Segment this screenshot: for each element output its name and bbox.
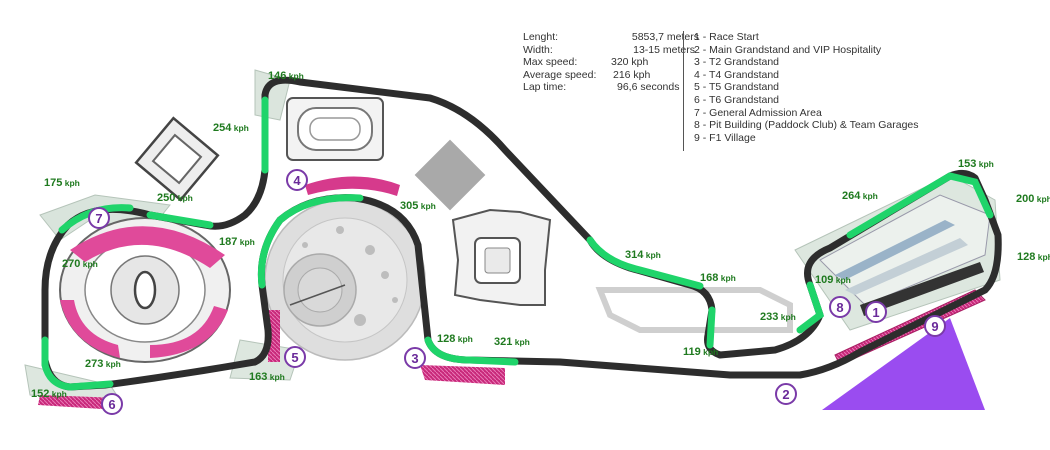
speed-label: 119 kph	[683, 346, 718, 358]
speed-label: 254 kph	[213, 122, 249, 134]
marker-circle	[404, 347, 426, 369]
speed-label: 233 kph	[760, 311, 796, 323]
length-label: Lenght:	[523, 31, 559, 43]
marker-number: 8	[836, 300, 843, 315]
service-road	[595, 287, 793, 333]
speed-label: 273 kph	[85, 358, 121, 370]
grandstand-t5	[268, 310, 280, 362]
f1-village	[822, 318, 985, 410]
speed-label: 152 kph	[31, 388, 67, 400]
legend-item: 2 - Main Grandstand and VIP Hospitality	[694, 43, 882, 56]
marker-number: 6	[108, 397, 115, 412]
lap-time-value: 96,6 seconds	[617, 81, 680, 93]
max-speed-value: 320 kph	[611, 56, 649, 68]
marker-number: 3	[411, 351, 418, 366]
speed-label: 314 kph	[625, 249, 661, 261]
speed-label: 250 kph	[157, 192, 193, 204]
grandstand-t4	[305, 176, 400, 196]
marker-circle	[865, 301, 887, 323]
start-grid-strip	[860, 262, 984, 316]
legend-item: 3 - T2 Grandstand	[694, 56, 780, 69]
grandstand-t2	[420, 365, 505, 385]
pit-building	[819, 194, 991, 306]
marker-circle	[286, 169, 308, 191]
markers: 1 2 3 4 5 6 7 8 9	[88, 169, 946, 415]
legend-item: 4 - T4 Grandstand	[694, 68, 780, 81]
arena-right	[451, 208, 552, 306]
marker-number: 4	[293, 173, 301, 188]
width-value: 13-15 meters	[633, 43, 695, 56]
marker-8: 8	[829, 296, 851, 318]
speed-labels: 146 kph 254 kph 175 kph 250 kph 187 kph 270 k…	[31, 70, 1050, 400]
legend-item: 8 - Pit Building (Paddock Club) & Team G…	[694, 119, 919, 132]
legend-item: 9 - F1 Village	[694, 131, 756, 144]
speed-label: 168 kph	[700, 272, 736, 284]
speed-label: 175 kph	[44, 177, 80, 189]
marker-number: 2	[782, 387, 789, 402]
speed-label: 270 kph	[62, 258, 98, 270]
legend-item: 1 - Race Start	[694, 31, 759, 43]
marker-1: 1	[865, 301, 887, 323]
marker-4: 4	[286, 169, 308, 191]
speed-label: 153 kph	[958, 158, 994, 170]
speed-label: 128 kph	[1017, 251, 1050, 263]
marker-number: 9	[931, 319, 938, 334]
marker-circle	[829, 296, 851, 318]
marker-number: 7	[95, 211, 102, 226]
marker-circle	[101, 393, 123, 415]
marker-5: 5	[284, 346, 306, 368]
speed-label: 264 kph	[842, 190, 878, 202]
marker-9: 9	[924, 315, 946, 337]
lap-time-label: Lap time:	[523, 81, 567, 93]
arena-top	[286, 97, 384, 161]
marker-circle	[284, 346, 306, 368]
marker-7: 7	[88, 207, 110, 229]
legend-item: 7 - General Admission Area	[694, 106, 822, 119]
marker-circle	[88, 207, 110, 229]
average-speed-value: 216 kph	[613, 68, 651, 81]
legend-item: 5 - T5 Grandstand	[694, 81, 780, 94]
marker-number: 1	[872, 305, 879, 320]
speed-label: 200 kph	[1016, 193, 1050, 205]
speed-label: 163 kph	[249, 371, 285, 383]
legend: 1 - Race Start 2 - Main Grandstand and V…	[683, 31, 919, 151]
grandstand-t6	[38, 395, 120, 410]
circuit-stats: Lenght:5853,7 meters Width:13-15 meters …	[523, 31, 699, 94]
marker-3: 3	[404, 347, 426, 369]
legend-item: 6 - T6 Grandstand	[694, 93, 780, 106]
speed-label: 187 kph	[219, 236, 255, 248]
plaza-square	[414, 139, 486, 211]
marker-circle	[775, 383, 797, 405]
average-speed-label: Average speed:	[523, 68, 597, 81]
speed-label: 146 kph	[268, 70, 304, 82]
marker-2: 2	[775, 383, 797, 405]
marker-6: 6	[101, 393, 123, 415]
speed-label: 109 kph	[815, 274, 851, 286]
marker-number: 5	[291, 350, 298, 365]
max-speed-label: Max speed:	[523, 56, 578, 68]
speed-label: 128 kph	[437, 333, 473, 345]
width-label: Width:	[523, 43, 553, 56]
central-plaza	[264, 199, 426, 361]
arena-diamond	[134, 116, 220, 202]
speed-label: 305 kph	[400, 200, 436, 212]
length-value: 5853,7 meters	[631, 31, 699, 43]
marker-circle	[924, 315, 946, 337]
speed-label: 321 kph	[494, 336, 530, 348]
